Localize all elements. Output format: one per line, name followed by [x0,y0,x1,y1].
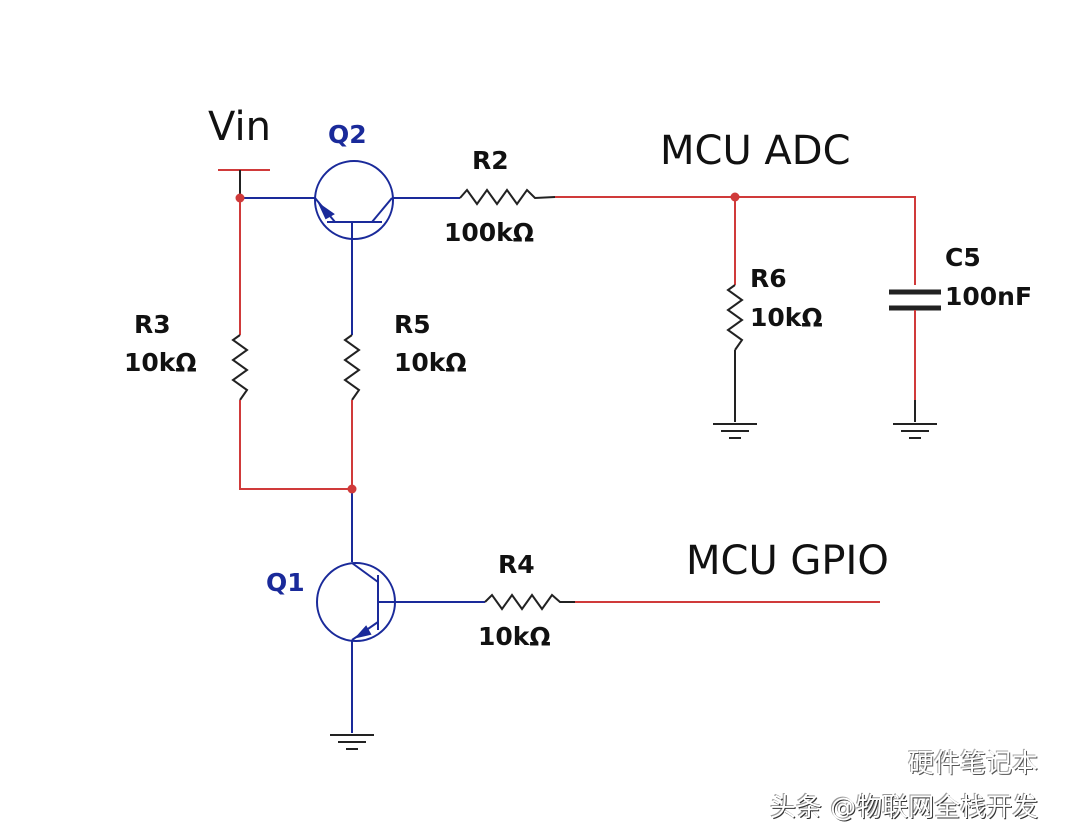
r6-label: R6 [750,264,787,293]
q2-label: Q2 [328,120,367,149]
c5-label: C5 [945,243,981,272]
r2-resistor [459,188,556,206]
wire-adc [555,196,916,285]
r4-value: 10kΩ [478,622,551,651]
r2-value: 100kΩ [444,218,535,247]
r5-value: 10kΩ [394,348,467,377]
r6-value: 10kΩ [750,303,823,332]
q1-label: Q1 [266,568,305,597]
q1-emitter-arrow [354,625,372,639]
r4-resistor [484,593,575,611]
r3-resistor [231,334,249,401]
junction-dots [235,192,740,494]
r5-label: R5 [394,310,431,339]
q2-emitter-arrow [317,202,335,220]
watermark-overlay: 硬件笔记本 [908,749,1039,779]
mcu-adc-label: MCU ADC [660,128,851,174]
ground-icon [893,423,937,439]
r4-label: R4 [498,550,535,579]
r3-label: R3 [134,310,171,339]
r6-resistor [726,284,744,351]
wire-r3-bottom [239,400,352,490]
mcu-gpio-label: MCU GPIO [686,538,889,584]
r5-resistor [343,334,361,401]
ground-icon [713,423,757,439]
r3-value: 10kΩ [124,348,197,377]
vin-label: Vin [208,104,271,150]
watermark: 头条 @物联网全栈开发 [770,793,1039,823]
q2-transistor [314,160,394,240]
ground-icon [330,734,374,750]
c5-value: 100nF [945,282,1033,311]
r2-label: R2 [472,146,509,175]
